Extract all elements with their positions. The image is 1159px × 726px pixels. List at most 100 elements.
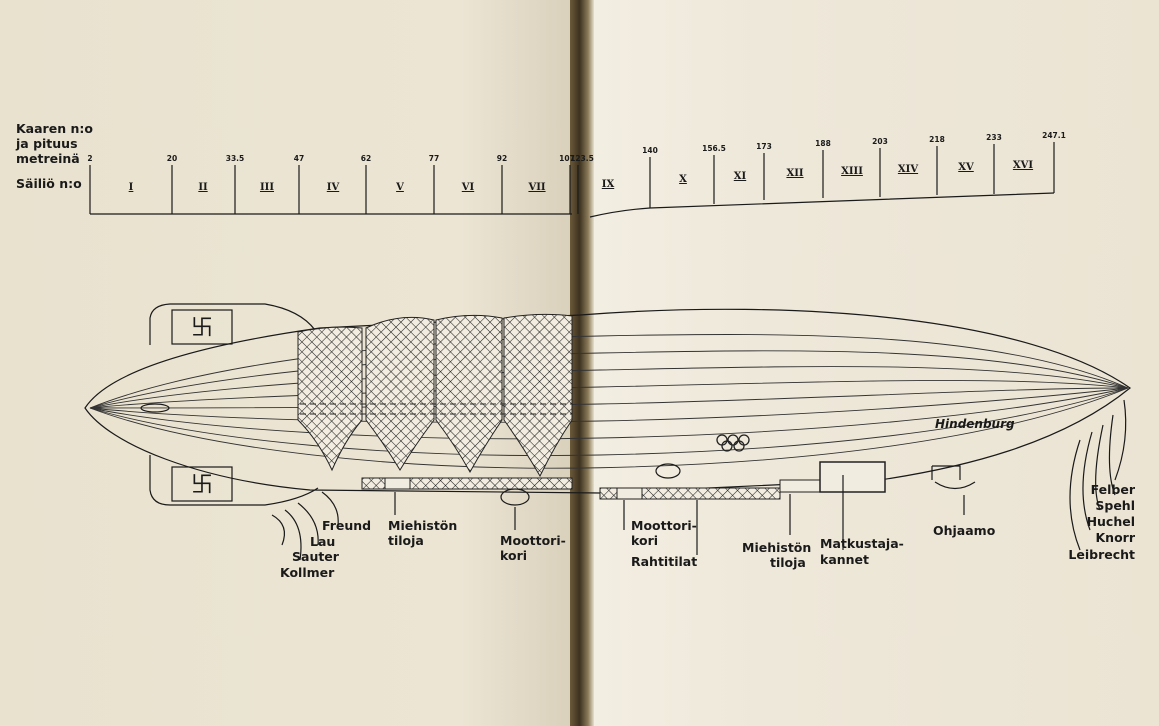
hull-longeron — [89, 366, 1129, 409]
gas-cell-number: XVI — [1013, 160, 1034, 171]
hull-longeron — [89, 387, 1129, 409]
scale-tick-label: 92 — [497, 154, 507, 163]
hull-longeron — [89, 334, 1129, 409]
scale-heading: Kaaren n:o ja pituus metreinä Säiliö n:o — [15, 121, 93, 191]
crew-quarters-label: Miehistön — [742, 540, 811, 555]
scale-tick-label: 20 — [167, 154, 177, 163]
engine-car-label: Moottori- — [631, 518, 697, 533]
crew-quarters-label: Miehistön — [388, 518, 457, 533]
upper-fin — [149, 303, 316, 345]
hull-longitudinal-lines — [89, 334, 1129, 469]
gas-cell-number: VII — [527, 182, 545, 193]
crew-label: Felber — [1091, 482, 1136, 497]
crew-label: Knorr — [1095, 530, 1135, 545]
crew-label: Freund — [322, 518, 371, 533]
nose-crew-labels: Felber Spehl Huchel Knorr Leibrecht — [1068, 482, 1135, 562]
gas-cell — [365, 316, 435, 471]
book-gutter — [570, 0, 594, 726]
scale-tick-label: 247.1 — [1042, 131, 1066, 140]
lower-fin — [149, 455, 319, 506]
right-page — [592, 0, 1159, 726]
gas-cell-number: XIV — [898, 164, 918, 175]
pointer-lines — [271, 399, 1127, 561]
hull-longeron — [89, 387, 1129, 440]
gas-cell-number: XV — [958, 162, 974, 173]
crew-room-1 — [384, 477, 411, 490]
scale-tick-label: 33.5 — [226, 154, 245, 163]
olympic-rings-icon — [716, 434, 750, 452]
gas-cell — [503, 313, 573, 478]
cargo-label: Rahtitilat — [631, 554, 697, 569]
hull-longeron — [89, 350, 1129, 409]
upper-fin-emblem — [171, 309, 233, 345]
gas-cell-number: III — [260, 182, 274, 193]
gas-cell — [435, 314, 503, 474]
scale-tick-label: 203 — [872, 137, 888, 146]
scale-tick-label: 156.5 — [702, 144, 726, 153]
scale-tick-label: 2 — [87, 154, 92, 163]
airship-name: Hindenburg — [935, 417, 1015, 431]
gas-cell-number: XI — [734, 171, 747, 182]
hull-longeron — [89, 387, 1129, 423]
gas-cell-number: XII — [786, 168, 803, 179]
tail-crew-labels: Freund Lau Sauter Kollmer — [280, 518, 371, 580]
crew-label: Leibrecht — [1068, 547, 1135, 562]
tail-fins: 卐 卐 — [149, 303, 319, 506]
keel-truss — [599, 487, 781, 500]
gas-cell-number: XIII — [841, 166, 863, 177]
control-car-label: Ohjaamo — [933, 523, 996, 538]
crew-label: Lau — [310, 534, 335, 549]
engine-car-label: Moottori- — [500, 533, 566, 548]
passenger-decks-label: kannet — [820, 552, 869, 567]
passenger-deck — [819, 461, 886, 493]
control-car — [934, 481, 976, 490]
crew-quarters-label: tiloja — [388, 533, 424, 548]
scale-tick-label: 140 — [642, 146, 658, 155]
engine-car-label: kori — [631, 533, 658, 548]
engine-car-1 — [500, 488, 530, 506]
gas-cells — [297, 313, 573, 478]
hull-longeron — [89, 387, 1129, 456]
keel-corridor — [140, 403, 976, 506]
scale-tick-label: 47 — [294, 154, 304, 163]
hull-longeron — [89, 380, 1129, 409]
gas-cell — [297, 326, 363, 472]
gas-cell-number: X — [679, 174, 687, 185]
crew-label: Sauter — [292, 549, 340, 564]
engine-car-label: kori — [500, 548, 527, 563]
lower-fin-emblem-icon: 卐 — [191, 473, 213, 498]
crew-room-2 — [779, 479, 826, 493]
gas-cell-number: I — [129, 182, 134, 193]
tail-cone — [140, 403, 170, 413]
scale-tick-label: 173 — [756, 142, 772, 151]
crew-label: Spehl — [1095, 498, 1135, 513]
lower-fin-emblem — [171, 466, 233, 502]
hull-longeron — [89, 387, 1129, 469]
cargo-room — [616, 487, 643, 500]
cell-heading: Säiliö n:o — [16, 176, 82, 191]
crew-quarters-label: tiloja — [770, 555, 806, 570]
scale-heading-line: ja pituus — [15, 136, 78, 151]
gas-cell-number: IV — [327, 182, 340, 193]
scale-tick-label: 233 — [986, 133, 1002, 142]
scale-tick-label: 123.5 — [570, 154, 594, 163]
keel-truss — [361, 477, 573, 490]
scale-baseline-right — [589, 192, 1055, 218]
hull-outline — [84, 308, 1131, 494]
control-room — [931, 465, 961, 480]
scale-tick-label: 218 — [929, 135, 945, 144]
scale-tick-label: 62 — [361, 154, 371, 163]
upper-fin-emblem-icon: 卐 — [191, 316, 213, 341]
gas-cell-number: VI — [461, 182, 475, 193]
engine-car-2 — [655, 463, 681, 479]
scale-heading-line: metreinä — [16, 151, 80, 166]
scale-heading-line: Kaaren n:o — [16, 121, 93, 136]
crew-label: Kollmer — [280, 565, 335, 580]
crew-label: Huchel — [1087, 514, 1135, 529]
scale-tick-label: 107 — [559, 154, 575, 163]
scale-tick-label: 188 — [815, 139, 831, 148]
gas-cell-number: II — [198, 182, 208, 193]
gas-cell-number: IX — [602, 179, 615, 190]
